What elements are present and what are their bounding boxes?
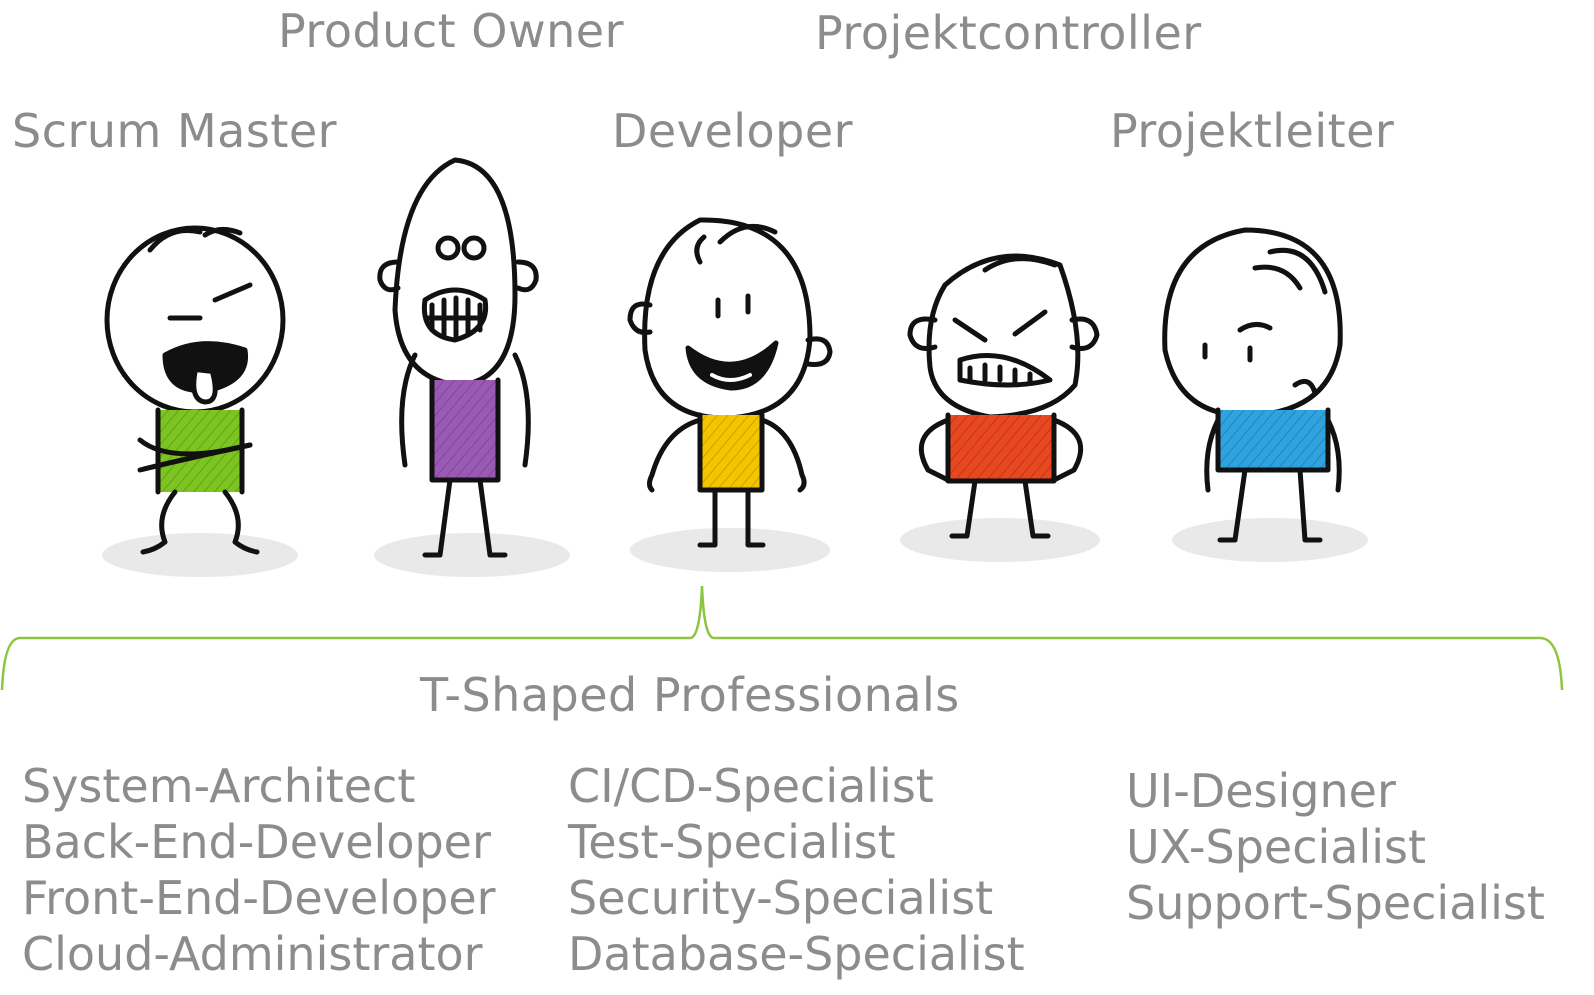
projektcontroller-figure	[900, 253, 1100, 562]
product-owner-figure	[374, 157, 570, 577]
specialist-item: UI-Designer	[1126, 764, 1396, 818]
specialist-item: UX-Specialist	[1126, 820, 1427, 874]
role-label-scrum-master: Scrum Master	[12, 104, 338, 158]
specialist-item: System-Architect	[22, 759, 416, 813]
specialist-item: Test-Specialist	[568, 815, 896, 869]
role-label-product-owner: Product Owner	[278, 4, 624, 58]
specialist-column-2: CI/CD-Specialist Test-Specialist Securit…	[568, 758, 1025, 982]
role-label-projektleiter: Projektleiter	[1110, 104, 1395, 158]
developer-figure	[627, 217, 833, 572]
specialist-column-1: System-Architect Back-End-Developer Fron…	[22, 758, 496, 982]
scrum-master-figure	[102, 225, 298, 577]
t-shaped-heading: T-Shaped Professionals	[420, 668, 960, 722]
specialist-item: Database-Specialist	[568, 927, 1025, 981]
specialist-column-3: UI-Designer UX-Specialist Support-Specia…	[1126, 763, 1545, 931]
specialist-item: Cloud-Administrator	[22, 927, 483, 981]
role-label-developer: Developer	[612, 104, 854, 158]
specialist-item: CI/CD-Specialist	[568, 759, 934, 813]
specialist-item: Security-Specialist	[568, 871, 994, 925]
specialist-item: Front-End-Developer	[22, 871, 496, 925]
specialist-item: Back-End-Developer	[22, 815, 491, 869]
projektleiter-figure	[1162, 227, 1368, 562]
role-label-projektcontroller: Projektcontroller	[815, 6, 1202, 60]
specialist-item: Support-Specialist	[1126, 876, 1545, 930]
